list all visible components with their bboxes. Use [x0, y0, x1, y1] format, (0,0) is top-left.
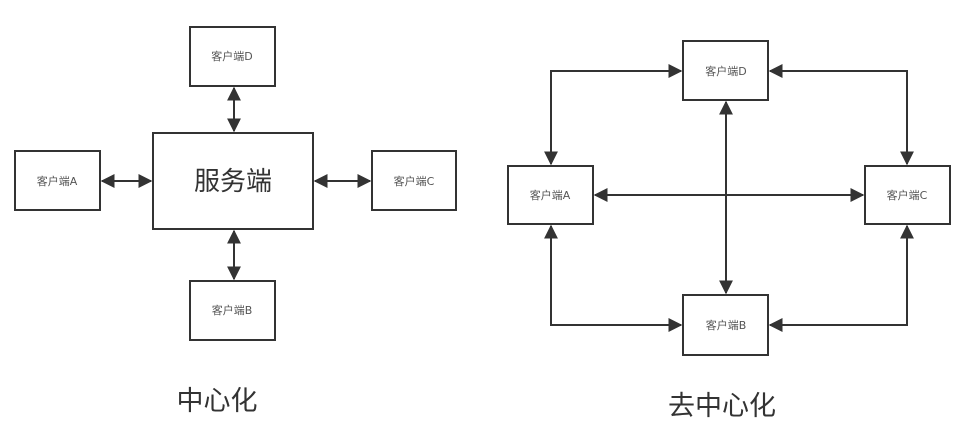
connector-d-c — [768, 64, 914, 166]
client-b-label: 客户端B — [212, 303, 253, 317]
client-b-node: 客户端B — [189, 280, 276, 341]
connector-a-d — [544, 64, 683, 166]
peer-d-label: 客户端D — [705, 64, 746, 78]
server-label: 服务端 — [194, 167, 272, 197]
client-a-node: 客户端A — [14, 150, 101, 211]
server-node: 服务端 — [152, 132, 314, 230]
connector-b-c — [768, 224, 914, 332]
peer-b-label: 客户端B — [706, 318, 747, 332]
centralized-caption: 中心化 — [177, 386, 258, 417]
peer-c-label: 客户端C — [887, 188, 928, 202]
peer-a-node: 客户端A — [507, 165, 594, 225]
client-d-node: 客户端D — [189, 26, 276, 87]
centralized-diagram: 服务端 客户端D 客户端A 客户端C 客户端B 中心化 — [14, 26, 457, 417]
client-d-label: 客户端D — [211, 49, 252, 63]
client-a-label: 客户端A — [37, 174, 78, 188]
client-c-label: 客户端C — [394, 174, 435, 188]
connector-a-b — [544, 224, 683, 332]
decentralized-caption: 去中心化 — [668, 391, 776, 422]
peer-b-node: 客户端B — [682, 294, 769, 356]
peer-a-label: 客户端A — [530, 188, 571, 202]
peer-d-node: 客户端D — [682, 40, 769, 101]
decentralized-diagram: 客户端D 客户端A 客户端C 客户端B 去中心化 — [507, 40, 951, 422]
peer-c-node: 客户端C — [864, 165, 951, 225]
client-c-node: 客户端C — [371, 150, 457, 211]
